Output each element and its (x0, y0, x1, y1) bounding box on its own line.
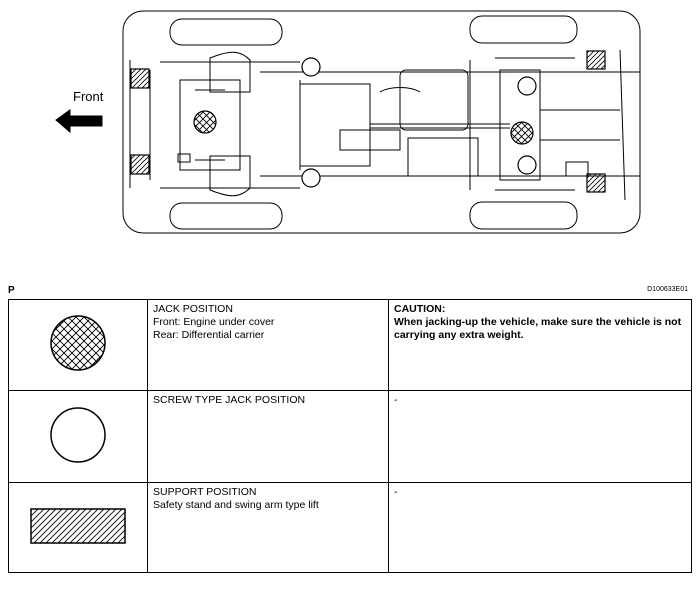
open-circle-icon (50, 406, 106, 463)
legend-description-cell: JACK POSITION Front: Engine under cover … (147, 299, 389, 391)
legend-symbol-cell (8, 390, 148, 483)
legend-line: Rear: Differential carrier (153, 329, 265, 341)
figure-code: D100633E01 (647, 286, 688, 293)
legend-line: Front: Engine under cover (153, 316, 275, 328)
caution-title: CAUTION: (394, 303, 446, 315)
legend-title: JACK POSITION (153, 303, 233, 315)
legend-title: SCREW TYPE JACK POSITION (153, 394, 306, 406)
legend-description-cell: SUPPORT POSITION Safety stand and swing … (147, 482, 389, 573)
front-direction-label: Front (73, 89, 104, 104)
crosshatched-circle-icon (50, 315, 106, 371)
hatched-rectangle-icon (30, 507, 126, 544)
legend-table: JACK POSITION Front: Engine under cover … (8, 299, 692, 573)
support-point-front-left-icon (130, 68, 150, 89)
legend-row-jack: JACK POSITION Front: Engine under cover … (8, 299, 692, 391)
legend-note: - (394, 394, 398, 406)
screw-jack-point-front-right-icon (301, 168, 321, 188)
legend-note-cell: CAUTION: When jacking-up the vehicle, ma… (388, 299, 692, 391)
legend-description-cell: SCREW TYPE JACK POSITION (147, 390, 389, 483)
screw-jack-point-front-left-icon (301, 57, 321, 77)
legend-symbol-cell (8, 482, 148, 573)
legend-note-cell: - (388, 482, 692, 573)
support-point-rear-left-icon (586, 50, 606, 70)
rear-jack-point-icon (510, 121, 534, 145)
screw-jack-point-rear-right-icon (517, 155, 537, 175)
front-arrow-icon (55, 109, 103, 134)
page-marker: P (8, 285, 15, 296)
support-point-front-right-icon (130, 154, 150, 175)
caution-text: When jacking-up the vehicle, make sure t… (394, 316, 682, 341)
legend-row-support: SUPPORT POSITION Safety stand and swing … (8, 482, 692, 573)
legend-note-cell: - (388, 390, 692, 483)
legend-title: SUPPORT POSITION (153, 486, 257, 498)
vehicle-underside-diagram (55, 10, 641, 234)
legend-line: Safety stand and swing arm type lift (153, 499, 319, 511)
support-point-rear-right-icon (586, 173, 606, 193)
screw-jack-point-rear-left-icon (517, 76, 537, 96)
legend-note: - (394, 486, 398, 498)
front-jack-point-icon (193, 110, 217, 134)
legend-symbol-cell (8, 299, 148, 391)
legend-row-screw-jack: SCREW TYPE JACK POSITION - (8, 390, 692, 483)
